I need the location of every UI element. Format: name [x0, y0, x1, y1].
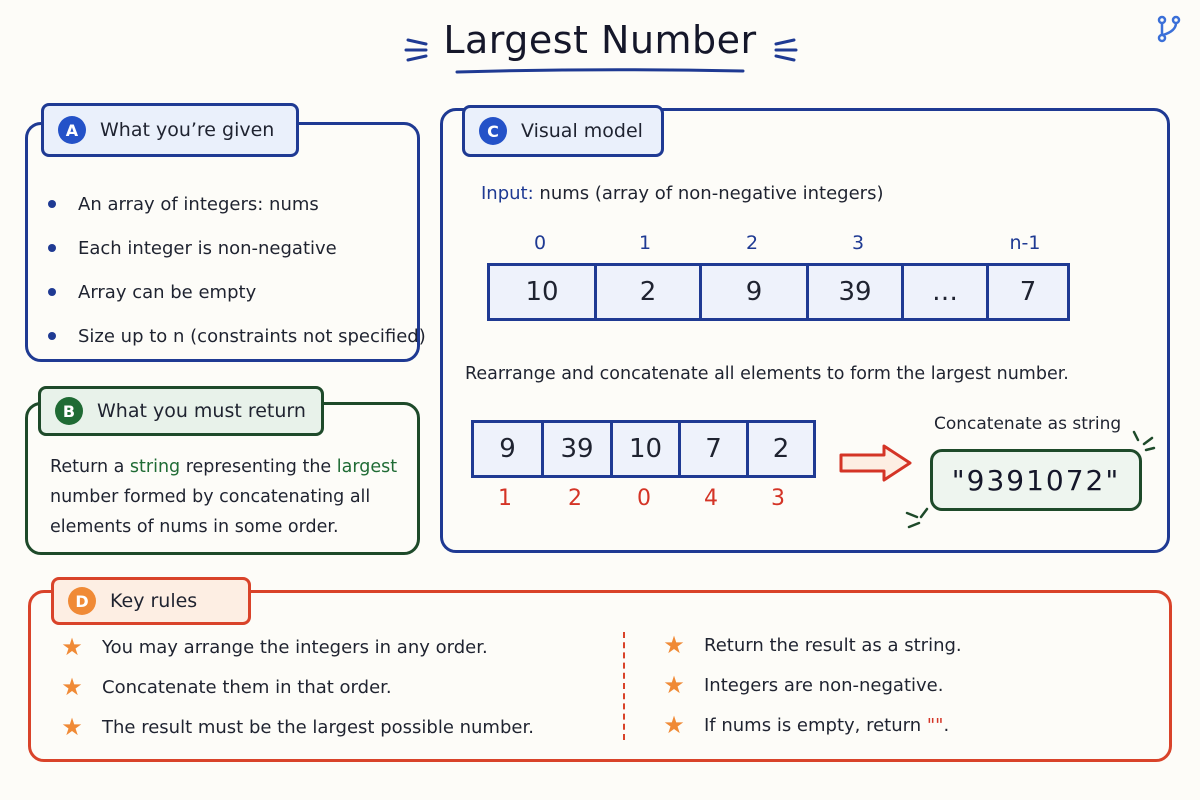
return-description: Return a string representing the largest…: [50, 457, 398, 537]
section-letter-c: C: [479, 117, 507, 145]
right-arrow-icon: [839, 444, 912, 482]
array-cell: 10: [490, 266, 597, 318]
original-index: 4: [704, 486, 718, 511]
section-letter-d: D: [68, 587, 96, 615]
original-index: 3: [771, 486, 785, 511]
star-icon: ★: [61, 673, 83, 701]
key-rules-panel: [28, 590, 1172, 762]
rules-divider: [623, 632, 625, 740]
given-list: An array of integers: nums Each integer …: [48, 182, 426, 358]
branch-icon[interactable]: [1154, 14, 1184, 44]
given-panel-header: A What you’re given: [41, 103, 299, 157]
rearrange-description: Rearrange and concatenate all elements t…: [465, 364, 1069, 384]
list-item: Size up to n (constraints not specified): [48, 314, 426, 358]
decoration-lines-right: [774, 38, 798, 62]
array-cell: …: [904, 266, 989, 318]
highlight-string: string: [129, 457, 181, 477]
key-rules-header: D Key rules: [51, 577, 251, 625]
rule-item: ★Integers are non-negative.: [663, 671, 944, 699]
bullet-dot-icon: [48, 332, 56, 340]
array-cell: 39: [809, 266, 904, 318]
input-description: Input: nums (array of non-negative integ…: [481, 183, 884, 204]
array-index: n-1: [1009, 232, 1041, 254]
emphasis-lines-icon: [905, 507, 929, 529]
array-cell: 9: [702, 266, 809, 318]
input-array: 10 2 9 39 … 7: [487, 263, 1070, 321]
bullet-dot-icon: [48, 200, 56, 208]
result-string: "9391072": [930, 449, 1142, 511]
title-underline: [455, 68, 745, 74]
bullet-dot-icon: [48, 244, 56, 252]
section-letter-b: B: [55, 397, 83, 425]
visual-model-header: C Visual model: [462, 105, 664, 157]
visual-model-panel: [440, 108, 1170, 553]
highlight-largest: largest: [336, 457, 398, 477]
original-index: 0: [637, 486, 651, 511]
bullet-dot-icon: [48, 288, 56, 296]
section-letter-a: A: [58, 116, 86, 144]
rules-list-right: ★Return the result as a string. ★Integer…: [662, 625, 962, 745]
star-icon: ★: [663, 631, 685, 659]
array-index: 1: [638, 232, 652, 254]
arranged-cell: 7: [681, 423, 749, 475]
rule-item: ★Concatenate them in that order.: [61, 673, 392, 701]
rule-item: ★You may arrange the integers in any ord…: [61, 633, 488, 661]
visual-model-heading: Visual model: [521, 120, 643, 142]
star-icon: ★: [61, 633, 83, 661]
array-cell: 2: [597, 266, 702, 318]
decoration-lines-left: [404, 38, 428, 62]
array-cell: 7: [1019, 277, 1037, 307]
list-item: An array of integers: nums: [48, 182, 426, 226]
input-label: Input:: [481, 183, 534, 204]
arranged-cell: 39: [544, 423, 613, 475]
key-rules-heading: Key rules: [110, 590, 198, 612]
empty-string-literal: "": [926, 714, 944, 736]
return-heading: What you must return: [97, 400, 306, 422]
star-icon: ★: [663, 711, 685, 739]
return-panel-header: B What you must return: [38, 386, 324, 436]
star-icon: ★: [61, 713, 83, 741]
arranged-cell: 9: [474, 423, 544, 475]
arranged-cell: 10: [613, 423, 681, 475]
list-item: Each integer is non-negative: [48, 226, 426, 270]
array-index: 0: [533, 232, 547, 254]
rule-item: ★Return the result as a string.: [663, 631, 962, 659]
page-title: Largest Number: [443, 18, 757, 62]
given-heading: What you’re given: [100, 119, 275, 141]
rules-list-left: ★You may arrange the integers in any ord…: [60, 627, 534, 747]
list-item: Array can be empty: [48, 270, 426, 314]
original-index: 1: [498, 486, 512, 511]
array-index: 2: [745, 232, 759, 254]
array-index: 3: [851, 232, 865, 254]
original-index: 2: [568, 486, 582, 511]
emphasis-lines-icon: [1132, 430, 1156, 452]
arranged-cell: 2: [772, 434, 790, 464]
star-icon: ★: [663, 671, 685, 699]
rule-item: ★The result must be the largest possible…: [61, 713, 534, 741]
concatenate-label: Concatenate as string: [934, 414, 1122, 434]
arranged-array: 9 39 10 7 2: [471, 420, 816, 478]
rule-item: ★If nums is empty, return "".: [663, 711, 950, 739]
